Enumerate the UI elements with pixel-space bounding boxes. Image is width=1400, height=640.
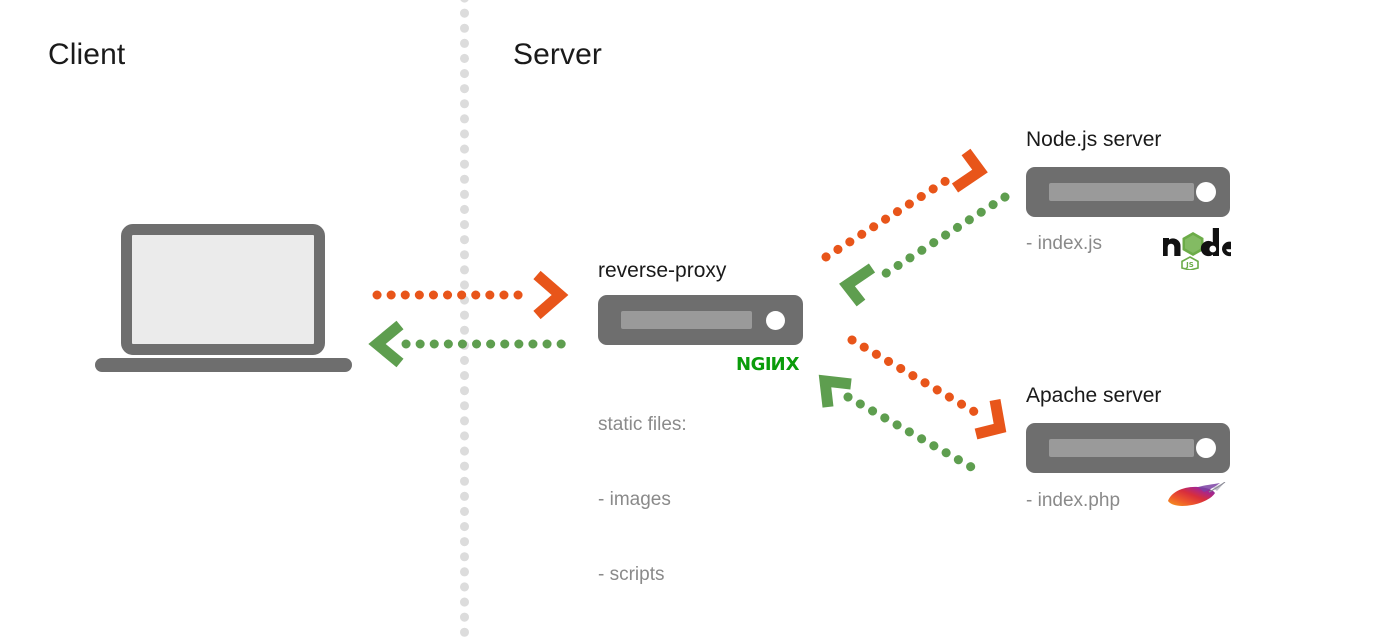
apache-index-file-label: - index.php: [1026, 490, 1121, 511]
flow-proxy-to-client: [368, 320, 567, 368]
svg-text:JS: JS: [1185, 261, 1194, 269]
laptop-base-icon: [95, 358, 352, 372]
server-led-icon: [1196, 438, 1216, 458]
apache-feather-logo: [1165, 481, 1227, 514]
reverse-proxy-server-icon: [598, 295, 803, 345]
flow-proxy-to-node: [821, 148, 988, 262]
node-js-logo: JS: [1161, 224, 1238, 271]
static-files-heading: static files:: [598, 414, 687, 435]
server-led-icon: [1196, 182, 1216, 202]
node-server-icon: [1026, 167, 1230, 217]
static-files-block: static files: - images - scripts - files…: [598, 362, 687, 640]
zone-title-client: Client: [48, 38, 126, 71]
flow-apache-to-proxy: [818, 374, 985, 477]
server-slot: [1049, 439, 1194, 457]
apache-server-icon: [1026, 423, 1230, 473]
server-slot: [1049, 183, 1194, 201]
reverse-proxy-title: reverse-proxy: [598, 259, 727, 282]
node-index-file-label: - index.js: [1026, 233, 1103, 254]
node-server-title: Node.js server: [1026, 128, 1162, 151]
flow-proxy-to-apache: [847, 335, 1007, 440]
nginx-logo: NGINX: [736, 354, 800, 375]
apache-server-title: Apache server: [1026, 384, 1162, 407]
laptop-screen-icon: [121, 224, 325, 355]
static-file-item: - scripts: [598, 564, 665, 585]
static-file-item: - images: [598, 489, 671, 510]
flow-node-to-proxy: [839, 192, 1010, 307]
server-slot: [621, 311, 752, 329]
zone-title-server: Server: [513, 38, 602, 71]
server-led-icon: [766, 311, 785, 330]
client-server-divider: [460, 0, 469, 640]
